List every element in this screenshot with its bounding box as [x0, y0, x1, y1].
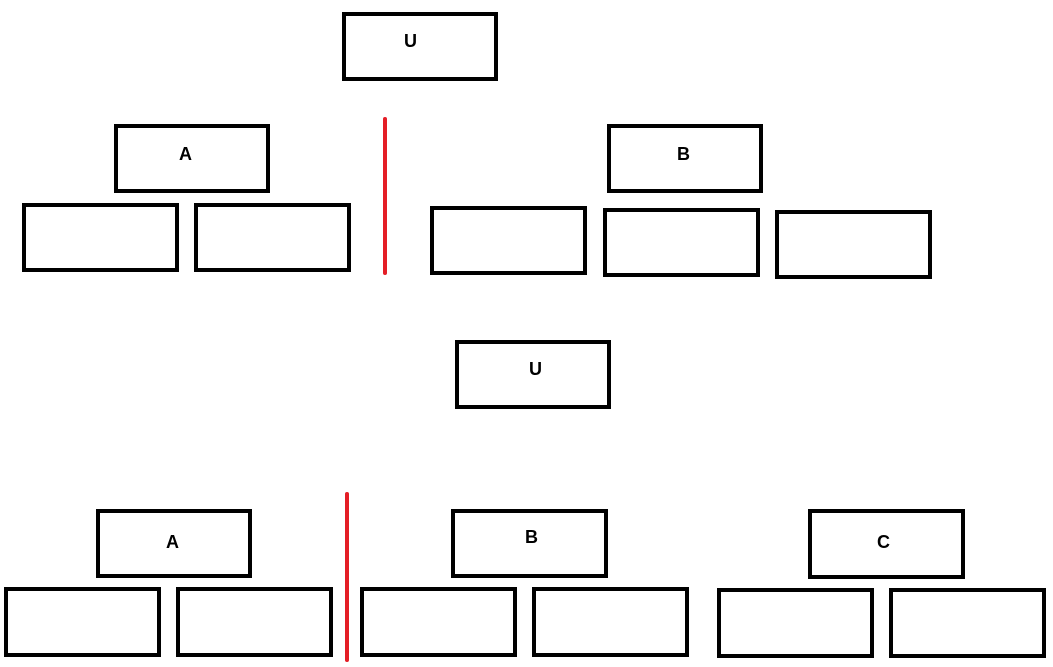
top-group-label-b: B — [677, 144, 690, 164]
top-red-divider — [383, 117, 387, 275]
bottom-group-box-a — [96, 509, 252, 578]
bottom-b-child-box-2 — [532, 587, 689, 657]
top-a-child-box-1 — [22, 203, 179, 272]
top-b-child-box-1 — [430, 206, 587, 275]
bottom-a-child-box-2 — [176, 587, 333, 657]
bottom-red-divider — [345, 492, 349, 662]
top-b-child-box-3 — [775, 210, 932, 279]
top-group-box-a — [114, 124, 270, 193]
top-root-box-u — [342, 12, 498, 81]
bottom-root-label-u: U — [529, 359, 542, 379]
bottom-group-box-c — [808, 509, 965, 579]
top-group-box-b — [607, 124, 763, 193]
bottom-group-label-b: B — [525, 527, 538, 547]
top-group-label-a: A — [179, 144, 192, 164]
bottom-group-label-a: A — [166, 532, 179, 552]
bottom-group-label-c: C — [877, 532, 890, 552]
top-a-child-box-2 — [194, 203, 351, 272]
bottom-c-child-box-1 — [717, 588, 874, 658]
bottom-root-box-u — [455, 340, 611, 409]
bottom-group-box-b — [451, 509, 608, 578]
bottom-b-child-box-1 — [360, 587, 517, 657]
bottom-c-child-box-2 — [889, 588, 1046, 658]
top-b-child-box-2 — [603, 208, 760, 277]
bottom-a-child-box-1 — [4, 587, 161, 657]
top-root-label-u: U — [404, 31, 417, 51]
